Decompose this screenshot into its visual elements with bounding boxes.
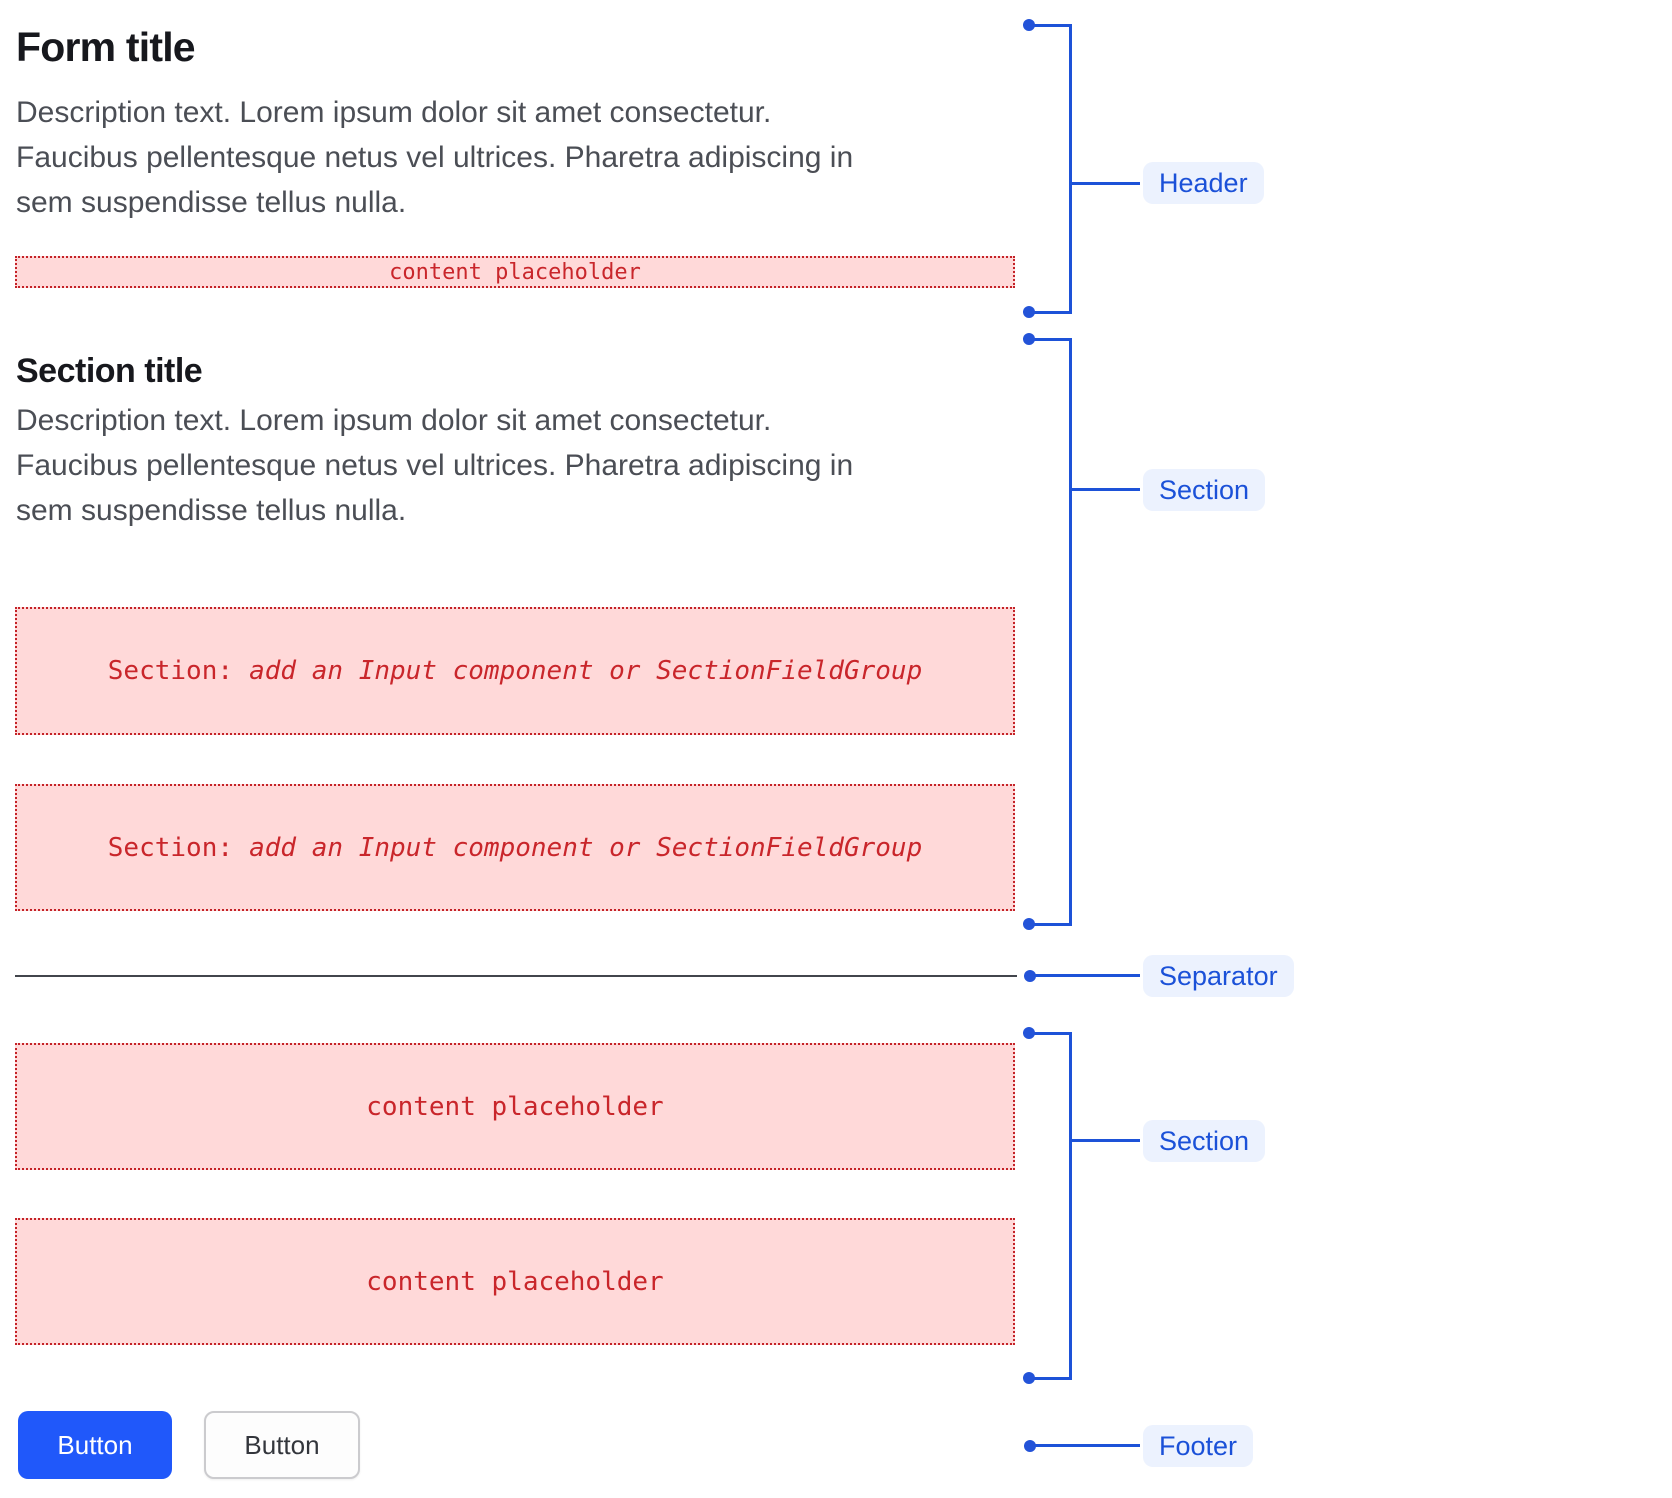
section1-bracket-top-stub <box>1029 338 1072 341</box>
placeholder-text: Section: add an Input component or Sectio… <box>108 656 922 686</box>
annotation-label-footer: Footer <box>1143 1425 1254 1467</box>
form-title: Form title <box>16 24 196 70</box>
section2-content-placeholder-1: content placeholder <box>15 1043 1015 1170</box>
annotation-label-header: Header <box>1143 162 1264 204</box>
section2-bracket-bottom-dot <box>1023 1372 1035 1384</box>
section2-bracket-bottom-stub <box>1029 1377 1072 1380</box>
section2-bracket-vertical <box>1069 1032 1072 1380</box>
footer-label-connector <box>1030 1444 1143 1447</box>
placeholder-prefix: Section: <box>107 656 234 686</box>
section2-bracket-top-dot <box>1023 1027 1035 1039</box>
section1-bracket-vertical <box>1069 338 1072 926</box>
section1-bracket-top-dot <box>1023 333 1035 345</box>
section1-bracket-bottom-stub <box>1029 923 1072 926</box>
placeholder-text: content placeholder <box>366 1266 664 1297</box>
annotation-label-section1: Section <box>1143 469 1266 511</box>
primary-button[interactable]: Button <box>18 1411 172 1479</box>
form-description-line: Description text. Lorem ipsum dolor sit … <box>16 96 772 129</box>
header-bracket-top-dot <box>1023 19 1035 31</box>
secondary-button[interactable]: Button <box>204 1411 360 1479</box>
placeholder-text: content placeholder <box>389 259 641 285</box>
separator-dot <box>1024 970 1036 982</box>
separator-label-connector <box>1030 974 1143 977</box>
header-content-placeholder: content placeholder <box>15 256 1015 288</box>
header-label-connector <box>1072 182 1143 185</box>
header-bracket-bottom-stub <box>1029 311 1072 314</box>
form-description-line: sem suspendisse tellus nulla. <box>16 186 407 219</box>
section2-label-connector <box>1072 1139 1143 1142</box>
section-input-placeholder-1: Section: add an Input component or Sectio… <box>15 607 1015 735</box>
section-input-placeholder-2: Section: add an Input component or Sectio… <box>15 784 1015 911</box>
header-bracket-vertical <box>1069 24 1072 313</box>
placeholder-text: Section: add an Input component or Sectio… <box>108 833 922 863</box>
section-description-line: Description text. Lorem ipsum dolor sit … <box>16 404 772 437</box>
section2-bracket-top-stub <box>1029 1032 1072 1035</box>
annotation-label-section2: Section <box>1143 1120 1266 1162</box>
section-description-line: sem suspendisse tellus nulla. <box>16 494 407 527</box>
section1-bracket-bottom-dot <box>1023 918 1035 930</box>
form-description: Description text. Lorem ipsum dolor sit … <box>16 90 976 225</box>
section1-label-connector <box>1072 488 1143 491</box>
placeholder-hint: add an Input component or SectionFieldGr… <box>249 656 923 686</box>
annotation-label-separator: Separator <box>1143 955 1294 997</box>
form-description-line: Faucibus pellentesque netus vel ultrices… <box>16 141 854 174</box>
separator-line <box>15 975 1017 977</box>
header-bracket-bottom-dot <box>1023 306 1035 318</box>
footer-dot <box>1024 1440 1036 1452</box>
section-title: Section title <box>16 352 203 390</box>
placeholder-prefix: Section: <box>107 832 234 863</box>
section-description: Description text. Lorem ipsum dolor sit … <box>16 398 976 533</box>
section-description-line: Faucibus pellentesque netus vel ultrices… <box>16 449 854 482</box>
placeholder-hint: add an Input component or SectionFieldGr… <box>249 832 923 863</box>
placeholder-text: content placeholder <box>366 1091 664 1122</box>
section2-content-placeholder-2: content placeholder <box>15 1218 1015 1345</box>
header-bracket-top-stub <box>1029 24 1072 27</box>
